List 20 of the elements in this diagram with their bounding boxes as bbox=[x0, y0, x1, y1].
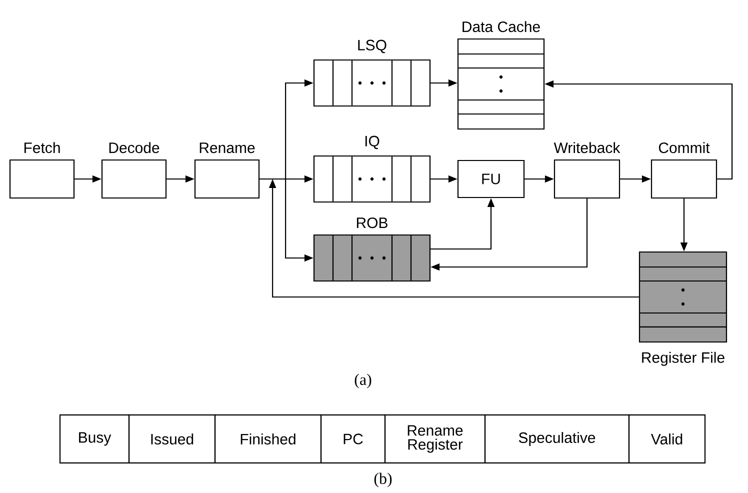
stage-label: Decode bbox=[109, 142, 160, 154]
stage-label: Fetch bbox=[24, 142, 60, 154]
table-cell: Speculative bbox=[484, 414, 630, 464]
table-cell: Issued bbox=[128, 414, 216, 464]
stage-label: ROB bbox=[356, 217, 388, 228]
table-cell: Valid bbox=[628, 414, 706, 464]
stage-label: IQ bbox=[365, 136, 380, 150]
stage-label: Rename bbox=[200, 142, 255, 154]
table-cell: Rename Register bbox=[384, 414, 486, 464]
stage-label: Writeback bbox=[554, 142, 620, 154]
table-cell: Finished bbox=[214, 414, 322, 464]
table-cell: Busy bbox=[59, 414, 130, 464]
stage-label: Commit bbox=[658, 142, 710, 154]
caption: (a) bbox=[354, 374, 372, 388]
caption: (b) bbox=[374, 472, 392, 488]
component-label: Register File bbox=[642, 352, 724, 366]
stage-label: LSQ bbox=[358, 40, 386, 54]
table-cell: PC bbox=[320, 414, 386, 464]
stage-label: Data Cache bbox=[462, 21, 540, 32]
unit-box: FU bbox=[457, 160, 525, 198]
